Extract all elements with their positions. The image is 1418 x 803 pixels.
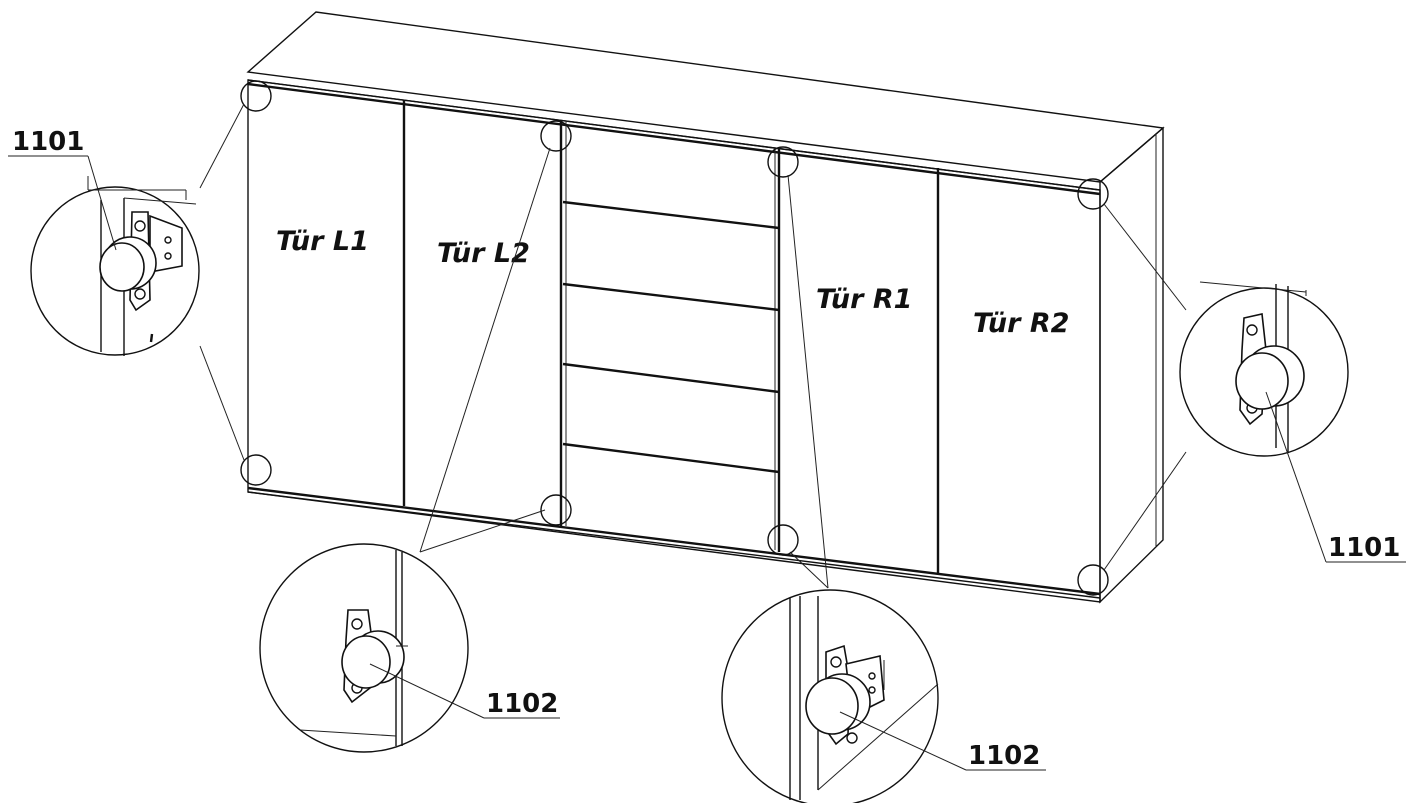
- detail-markers: [240, 80, 1109, 596]
- callout-leader-bottom-right: [839, 711, 967, 771]
- callout-leader-right: [1265, 391, 1327, 563]
- door-label-r1: Tür R1: [816, 284, 912, 315]
- open-shelves: [562, 200, 780, 474]
- cabinet: [240, 11, 1165, 604]
- detail-bottom-right: [721, 589, 939, 803]
- callout-right: 1101: [1328, 533, 1400, 563]
- cabinet-front: [247, 79, 1101, 603]
- detail-top-left: [30, 176, 200, 356]
- leader-lines: [199, 103, 1187, 589]
- door-label-r2: Tür R2: [973, 308, 1069, 339]
- callout-bottom-left: 1102: [486, 689, 558, 719]
- detail-right: [1179, 281, 1349, 457]
- door-label-l2: Tür L2: [437, 238, 530, 269]
- callout-leader-bottom-left: [369, 663, 485, 719]
- callout-bottom-right: 1102: [968, 741, 1040, 771]
- callout-top-left: 1101: [12, 127, 84, 157]
- detail-bottom-left: [259, 543, 469, 753]
- door-label-l1: Tür L1: [276, 226, 369, 257]
- cabinet-top: [246, 11, 1165, 183]
